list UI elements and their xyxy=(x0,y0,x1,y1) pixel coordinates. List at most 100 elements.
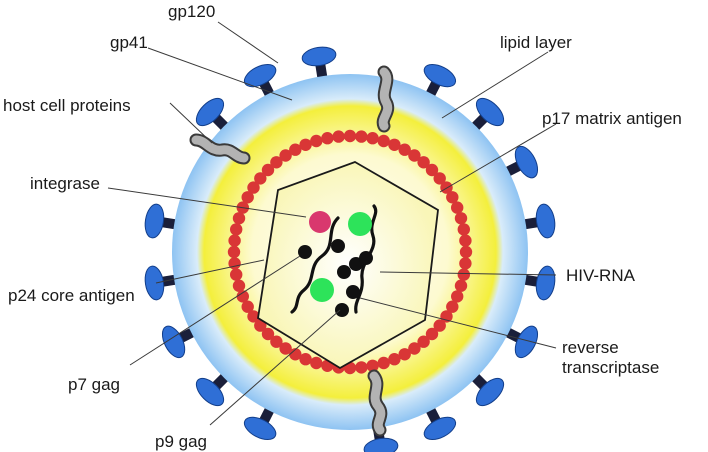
label-reverse-transcriptase-line2: transcriptase xyxy=(562,358,659,377)
p17-matrix-bead xyxy=(279,342,292,355)
p17-matrix-bead xyxy=(425,327,439,341)
p17-matrix-bead xyxy=(310,356,323,370)
p17-matrix-bead xyxy=(228,234,241,247)
p17-matrix-bead xyxy=(230,223,243,236)
p7-gag-dot xyxy=(298,245,312,259)
p17-matrix-bead xyxy=(270,335,283,348)
gp120-cap xyxy=(475,97,505,127)
p17-matrix-bead xyxy=(408,149,421,162)
gp120-cap xyxy=(475,377,505,407)
p17-matrix-ring xyxy=(227,129,473,375)
p17-matrix-bead xyxy=(228,257,241,270)
p17-matrix-bead xyxy=(366,132,379,145)
gp120-cap xyxy=(514,325,539,359)
gp120-cap xyxy=(144,203,165,239)
p17-matrix-bead xyxy=(377,134,390,148)
p24-core-capsid xyxy=(257,161,439,370)
p17-matrix-bead xyxy=(227,245,241,259)
p17-matrix-bead xyxy=(310,134,323,148)
label-gp120: gp120 xyxy=(168,2,215,21)
gp120-cap xyxy=(514,145,539,179)
p17-matrix-bead xyxy=(299,138,312,151)
p17-matrix-bead xyxy=(377,356,390,370)
hiv-rna-strand-2 xyxy=(290,216,340,314)
gp120-cap xyxy=(195,377,225,407)
p17-matrix-bead xyxy=(299,353,312,366)
host-cell-protein xyxy=(376,65,395,133)
p17-matrix-bead xyxy=(388,353,401,366)
p17-matrix-bead xyxy=(355,361,368,374)
label-p17-matrix-antigen: p17 matrix antigen xyxy=(542,109,682,128)
gp120-cap xyxy=(243,63,277,88)
gp120-cap xyxy=(363,437,399,452)
p17-matrix-bead xyxy=(454,279,468,292)
p17-matrix-bead xyxy=(408,342,421,355)
p17-matrix-bead xyxy=(261,163,275,177)
leader-lines xyxy=(107,21,557,426)
p17-matrix-bead xyxy=(451,290,464,303)
p7-gag-dot xyxy=(337,265,351,279)
label-p7-gag: p7 gag xyxy=(68,375,120,394)
p17-matrix-bead xyxy=(279,149,292,162)
p17-matrix-bead xyxy=(232,212,246,225)
label-host-cell-proteins: host cell proteins xyxy=(3,96,131,115)
p17-matrix-bead xyxy=(254,172,267,185)
host-cell-protein xyxy=(189,133,251,165)
gp120-cap xyxy=(161,325,186,359)
p17-matrix-bead xyxy=(261,327,275,341)
p17-matrix-bead xyxy=(417,156,430,169)
p17-matrix-bead xyxy=(230,268,243,281)
p17-matrix-bead xyxy=(451,201,464,214)
gp120-cap xyxy=(144,265,165,301)
p9-gag-dot xyxy=(335,303,349,317)
p17-matrix-bead xyxy=(247,310,260,323)
p17-matrix-bead xyxy=(459,257,472,270)
label-p24-core-antigen: p24 core antigen xyxy=(8,286,135,305)
p17-matrix-bead xyxy=(254,319,267,332)
p17-matrix-bead xyxy=(366,359,379,372)
label-hiv-rna: HIV-RNA xyxy=(566,266,636,285)
p17-matrix-bead xyxy=(236,290,249,303)
p17-matrix-bead xyxy=(289,348,302,361)
p17-matrix-bead xyxy=(343,129,357,143)
p17-matrix-bead xyxy=(355,130,368,143)
p17-matrix-bead xyxy=(417,335,430,348)
gp120-cap xyxy=(301,46,337,67)
p17-matrix-bead xyxy=(398,143,411,156)
label-reverse-transcriptase-line1: reverse xyxy=(562,338,619,357)
gp120-cap xyxy=(423,416,457,441)
p17-matrix-bead xyxy=(270,156,283,169)
p17-matrix-bead xyxy=(446,191,459,204)
host-cell-protein xyxy=(367,369,388,437)
p17-matrix-bead xyxy=(440,181,453,194)
p17-matrix-bead xyxy=(457,223,470,236)
p17-matrix-bead xyxy=(425,163,439,177)
p17-matrix-bead xyxy=(241,300,254,313)
label-p9-gag: p9 gag xyxy=(155,432,207,451)
p17-matrix-bead xyxy=(459,245,473,259)
p17-matrix-bead xyxy=(332,130,345,143)
p17-matrix-bead xyxy=(457,268,470,281)
p17-matrix-bead xyxy=(289,143,302,156)
p17-matrix-bead xyxy=(433,172,446,185)
gp120-cap xyxy=(535,265,556,301)
p17-matrix-bead xyxy=(446,300,459,313)
label-integrase: integrase xyxy=(30,174,100,193)
integrase-molecule xyxy=(309,211,331,233)
reverse-transcriptase-molecule xyxy=(348,212,372,236)
p17-matrix-bead xyxy=(241,191,254,204)
p17-matrix-bead xyxy=(433,319,446,332)
label-gp41: gp41 xyxy=(110,33,148,52)
p7-gag-dot xyxy=(359,251,373,265)
p9-gag-dot xyxy=(346,285,360,299)
p17-matrix-bead xyxy=(247,181,260,194)
p17-matrix-bead xyxy=(454,212,468,225)
p17-matrix-bead xyxy=(459,234,472,247)
p17-matrix-bead xyxy=(398,348,411,361)
p17-matrix-bead xyxy=(321,132,334,145)
gp120-cap xyxy=(423,63,457,88)
gp120-cap xyxy=(195,97,225,127)
label-lipid-layer: lipid layer xyxy=(500,33,572,52)
